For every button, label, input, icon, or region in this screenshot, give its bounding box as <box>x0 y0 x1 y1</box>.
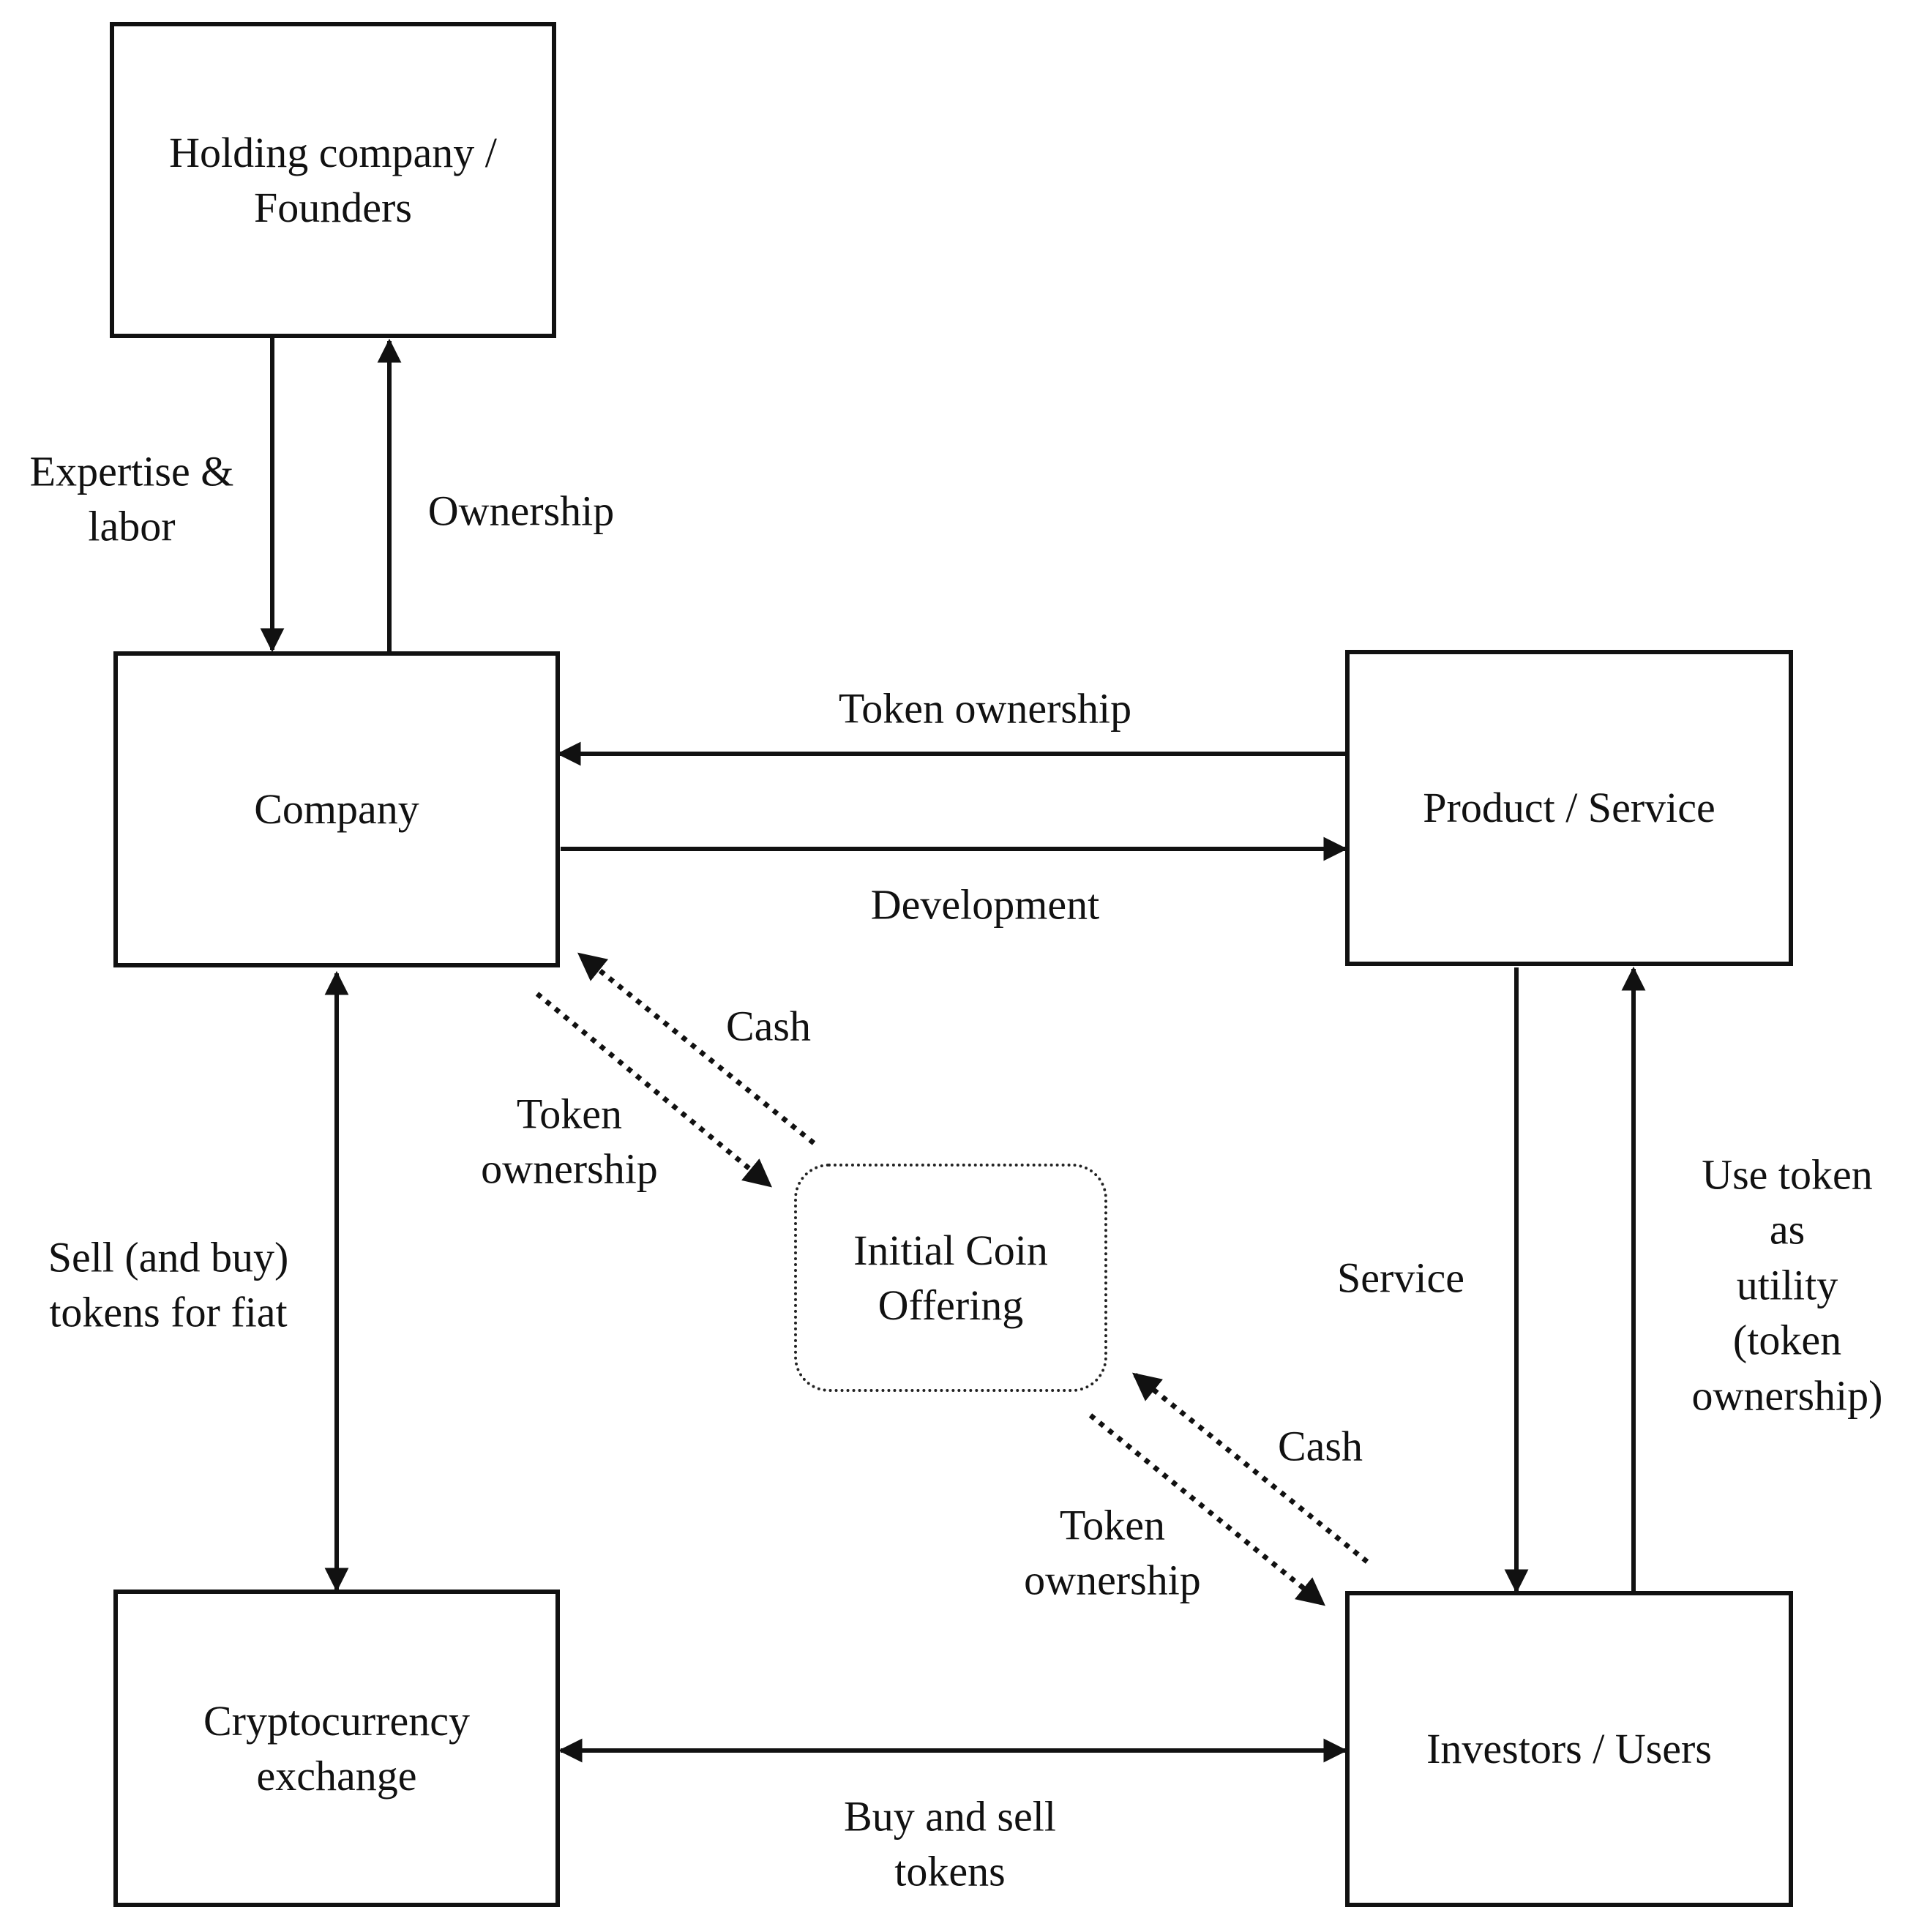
node-investors-users: Investors / Users <box>1345 1591 1793 1907</box>
label-cash-investors: Cash <box>1278 1422 1363 1470</box>
label-sell-buy-fiat: Sell (and buy) tokens for fiat <box>48 1233 289 1336</box>
label-token-ownership-top: Token ownership <box>838 684 1132 733</box>
node-company: Company <box>113 651 560 967</box>
node-holding-company: Holding company / Founders <box>110 22 556 338</box>
arrow-token-ownership-investors <box>1088 1413 1325 1606</box>
label-token-ownership-company: Token ownership <box>481 1090 658 1193</box>
label-token-ownership-investors: Token ownership <box>1024 1501 1201 1604</box>
node-cryptocurrency-exchange: Cryptocurrency exchange <box>113 1590 560 1907</box>
label-ownership: Ownership <box>427 487 615 535</box>
arrow-token-ownership-company <box>535 992 772 1188</box>
label-development: Development <box>870 880 1100 929</box>
arrow-cash-company <box>577 952 816 1145</box>
label-use-token-utility: Use token as utility (token ownership) <box>1691 1150 1883 1420</box>
node-initial-coin-offering: Initial Coin Offering <box>794 1164 1107 1392</box>
label-service: Service <box>1337 1254 1464 1302</box>
arrow-cash-investors <box>1132 1372 1369 1564</box>
label-buy-sell-tokens: Buy and sell tokens <box>844 1792 1056 1895</box>
label-cash-company: Cash <box>726 1002 811 1050</box>
node-product-service: Product / Service <box>1345 650 1793 966</box>
label-expertise-labor: Expertise & labor <box>29 447 234 550</box>
